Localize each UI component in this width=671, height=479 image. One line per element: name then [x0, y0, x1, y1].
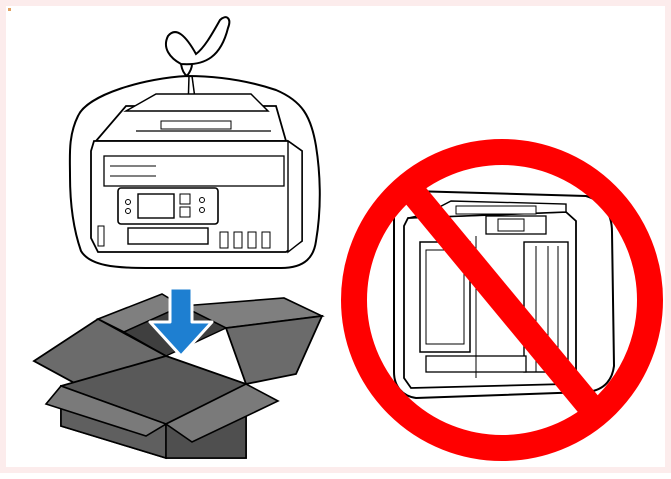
plastic-bag-outline [166, 17, 229, 64]
printer-in-bag-illustration [70, 17, 320, 268]
lcd-screen [138, 194, 174, 218]
illustration-canvas [6, 6, 671, 479]
printer-icon [91, 94, 302, 252]
